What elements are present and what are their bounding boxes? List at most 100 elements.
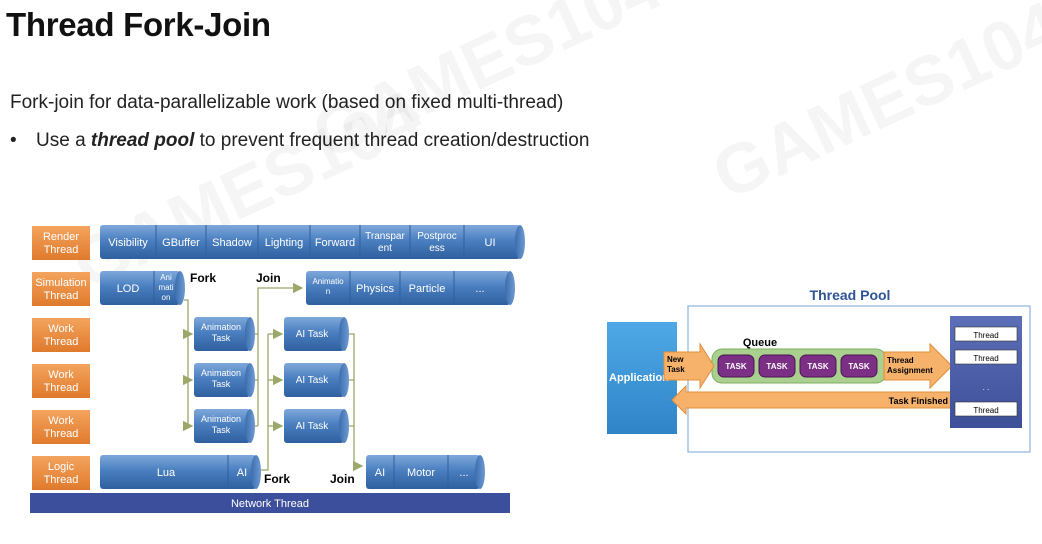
svg-text:Thread: Thread — [973, 354, 998, 363]
application-label: Application — [609, 372, 669, 384]
new-task-arrow — [663, 342, 715, 390]
svg-text:Task: Task — [212, 379, 231, 389]
ai-task: AI Task — [284, 317, 349, 351]
svg-text:Thread: Thread — [973, 406, 998, 415]
queue-task: TASK — [799, 354, 837, 378]
sim-task-physics: Physics — [356, 283, 394, 295]
join-label: Join — [330, 472, 355, 486]
pool-thread-ellipsis: . . — [983, 383, 990, 392]
task-finished-label: Task Finished — [889, 396, 948, 406]
svg-text:Work: Work — [48, 415, 74, 427]
task-finished-arrow — [671, 384, 953, 416]
svg-text:AI Task: AI Task — [296, 421, 330, 432]
sim-task-animation: n — [326, 287, 330, 296]
logic-thread-right: AI Motor ... — [366, 455, 485, 489]
render-task-ui: UI — [485, 237, 496, 249]
svg-text:TASK: TASK — [766, 362, 787, 371]
svg-text:AI Task: AI Task — [296, 329, 330, 340]
render-thread-pipeline: Visibility GBuffer Shadow Lighting Forwa… — [100, 225, 525, 259]
queue-task: TASK — [717, 354, 755, 378]
svg-text:Network Thread: Network Thread — [231, 498, 309, 510]
thread-label-logic: Logic Thread — [32, 456, 90, 490]
thread-label-work: Work Thread — [32, 364, 90, 398]
thread-label-work: Work Thread — [32, 410, 90, 444]
svg-text:TASK: TASK — [807, 362, 828, 371]
svg-text:Render: Render — [43, 231, 79, 243]
svg-text:Thread: Thread — [973, 331, 998, 340]
svg-text:Logic: Logic — [48, 461, 75, 473]
svg-text:Assignment: Assignment — [887, 366, 933, 375]
svg-text:Animation: Animation — [201, 368, 241, 378]
sim-task-animation: Animatio — [312, 277, 344, 286]
thread-pool-title: Thread Pool — [810, 287, 891, 303]
sim-task-animation: on — [162, 293, 171, 302]
ai-task: AI Task — [284, 363, 349, 397]
logic-task-ai: AI — [237, 467, 247, 479]
bullet-point: • Use a thread pool to prevent frequent t… — [10, 130, 589, 152]
render-task-lighting: Lighting — [265, 237, 304, 249]
render-task-transparent: ent — [378, 243, 392, 254]
animation-task: Animation Task — [194, 409, 255, 443]
svg-text:Thread: Thread — [887, 356, 914, 365]
pool-thread: Thread — [954, 326, 1018, 342]
render-task-postprocess: ess — [429, 243, 445, 254]
sim-task-particle: Particle — [409, 283, 446, 295]
svg-text:Thread: Thread — [44, 290, 79, 302]
simulation-thread-left: LOD Ani mati on — [100, 271, 185, 305]
slide-title: Thread Fork-Join — [6, 6, 271, 43]
network-thread-bar: Network Thread — [30, 493, 510, 513]
sim-task-animation: Ani — [160, 273, 172, 282]
ai-task: AI Task — [284, 409, 349, 443]
thread-pool-diagram: Thread Pool Application Queue New Task T… — [607, 287, 1031, 453]
render-task-transparent: Transpar — [365, 231, 405, 242]
svg-text:Thread: Thread — [44, 244, 79, 256]
simulation-thread-right: Animatio n Physics Particle ... — [306, 271, 515, 305]
slide-subtitle: Fork-join for data-parallelizable work (… — [10, 92, 564, 113]
render-task-postprocess: Postproc — [417, 231, 456, 242]
svg-text:Animation: Animation — [201, 414, 241, 424]
svg-text:Animation: Animation — [201, 322, 241, 332]
pool-thread: Thread — [954, 401, 1018, 417]
animation-task: Animation Task — [194, 363, 255, 397]
logic-thread-left: Lua AI — [100, 455, 261, 489]
sim-task-lod: LOD — [117, 283, 140, 295]
logic-task-more: ... — [459, 467, 468, 479]
svg-text:Work: Work — [48, 323, 74, 335]
sim-task-more: ... — [475, 283, 484, 295]
logic-task-ai: AI — [375, 467, 385, 479]
sim-task-animation: mati — [158, 283, 173, 292]
fork-label: Fork — [264, 472, 290, 486]
queue-task: TASK — [840, 354, 878, 378]
svg-text:Thread: Thread — [44, 336, 79, 348]
svg-text:AI Task: AI Task — [296, 375, 330, 386]
animation-task: Animation Task — [194, 317, 255, 351]
render-task-visibility: Visibility — [108, 237, 148, 249]
thread-label-simulation: Simulation Thread — [32, 272, 90, 306]
svg-text:New: New — [667, 355, 684, 364]
svg-text:Thread: Thread — [44, 428, 79, 440]
thread-assignment-arrow — [883, 342, 953, 390]
bullet-prefix: Use a — [36, 130, 91, 151]
render-task-forward: Forward — [315, 237, 355, 249]
logic-task-lua: Lua — [157, 467, 176, 479]
svg-text:Task: Task — [212, 333, 231, 343]
svg-text:TASK: TASK — [848, 362, 869, 371]
svg-text:Simulation: Simulation — [35, 277, 86, 289]
fork-label: Fork — [190, 271, 216, 285]
render-task-shadow: Shadow — [212, 237, 252, 249]
svg-text:Thread: Thread — [44, 382, 79, 394]
svg-text:Thread: Thread — [44, 474, 79, 486]
fork-join-connectors — [182, 282, 364, 472]
logic-task-motor: Motor — [407, 467, 435, 479]
render-task-gbuffer: GBuffer — [162, 237, 200, 249]
join-label: Join — [256, 271, 281, 285]
svg-text:Task: Task — [212, 425, 231, 435]
bullet-dot: • — [10, 130, 17, 151]
thread-label-render: Render Thread — [32, 226, 90, 260]
svg-text:Work: Work — [48, 369, 74, 381]
svg-text:TASK: TASK — [725, 362, 746, 371]
bullet-suffix: to prevent frequent thread creation/dest… — [194, 130, 590, 151]
bullet-emphasis: thread pool — [90, 130, 195, 151]
svg-text:Task: Task — [667, 365, 685, 374]
